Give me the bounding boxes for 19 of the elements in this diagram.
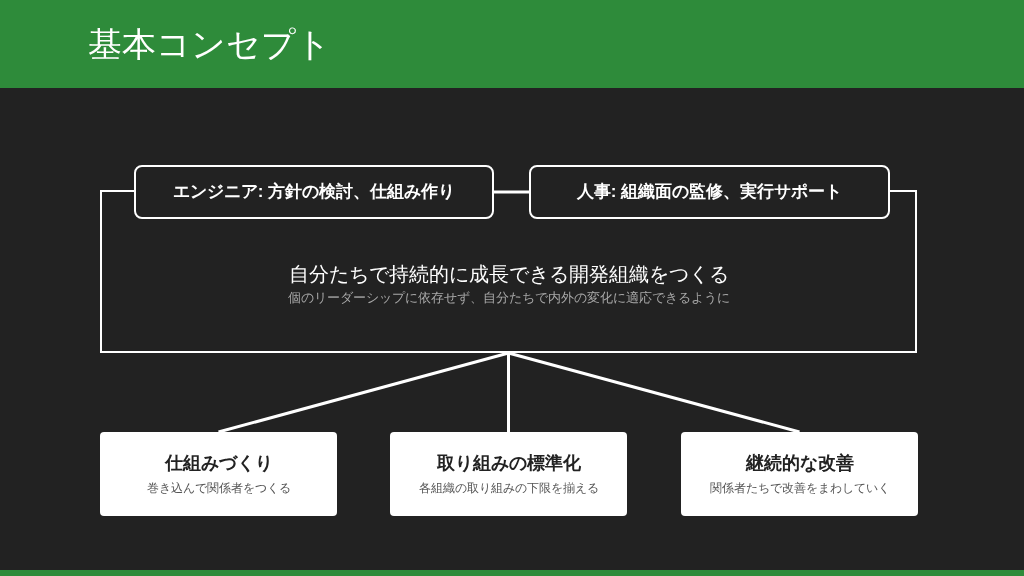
- connector-line: [218, 351, 509, 434]
- pillar-card: [100, 432, 337, 516]
- pillar-subtext: 巻き込んで関係者をつくる: [146, 480, 291, 497]
- pillar-title: 仕組みづくり: [164, 452, 273, 475]
- concept-subtext: 個のリーダーシップに依存せず、自分たちで内外の変化に適応できるように: [287, 289, 730, 307]
- concept-heading: 自分たちで持続的に成長できる開発組織をつくる: [288, 262, 729, 287]
- role-box: 人事: 組織面の監修、実行サポート: [529, 165, 890, 219]
- role-box: エンジニア: 方針の検討、仕組み作り: [134, 165, 494, 219]
- connector-line: [494, 190, 529, 194]
- pillar-card: [681, 432, 918, 516]
- connector-line: [507, 353, 510, 432]
- pillar-title: 継続的な改善: [745, 452, 854, 475]
- connector-line: [508, 351, 800, 434]
- pillar-subtext: 各組織の取り組みの下限を揃える: [418, 480, 599, 497]
- concept-frame: [100, 221, 917, 353]
- pillar-title: 取り組みの標準化: [436, 452, 581, 475]
- pillar-card: [390, 432, 627, 516]
- pillar-subtext: 関係者たちで改善をまわしていく: [709, 480, 890, 497]
- slide-title: 基本コンセプト: [88, 24, 331, 64]
